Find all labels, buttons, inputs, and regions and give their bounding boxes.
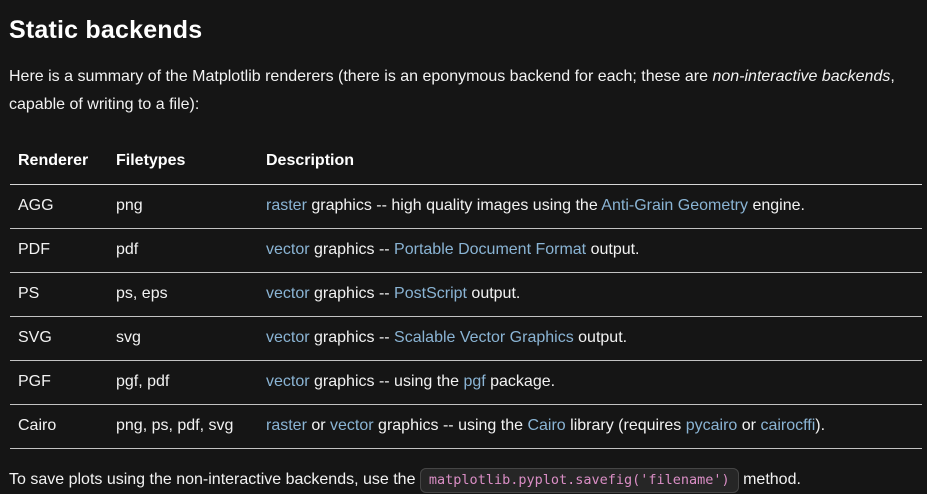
description-text: or [737,417,761,434]
header-description: Description [258,141,922,185]
renderer-cell: PS [10,272,108,317]
description-text: graphics -- using the [373,417,528,434]
doc-link[interactable]: vector [266,285,310,302]
intro-paragraph: Here is a summary of the Matplotlib rend… [9,63,920,119]
doc-link[interactable]: raster [266,197,307,214]
page-title: Static backends [9,16,203,44]
description-cell: raster or vector graphics -- using the C… [258,404,922,449]
intro-italic-text: non-interactive backends [712,68,891,85]
header-renderer: Renderer [10,141,108,185]
header-filetypes: Filetypes [108,141,258,185]
description-text: output. [466,285,521,302]
savefig-code-link[interactable]: matplotlib.pyplot.savefig('filename') [419,468,739,493]
description-cell: raster graphics -- high quality images u… [258,184,922,229]
doc-link[interactable]: Cairo [527,417,566,434]
description-text: graphics -- [309,241,395,258]
doc-link[interactable]: pgf [463,373,486,390]
description-text: graphics -- using the [309,373,464,390]
doc-link[interactable]: Scalable Vector Graphics [394,329,574,346]
renderer-cell: PGF [10,360,108,405]
description-text: engine. [748,197,805,214]
outro-text-before: To save plots using the non-interactive … [9,471,420,488]
doc-link[interactable]: vector [266,241,310,258]
doc-link[interactable]: Portable Document Format [394,241,587,258]
intro-text-before: Here is a summary of the Matplotlib rend… [9,68,713,85]
description-cell: vector graphics -- using the pgf package… [258,360,922,405]
filetypes-cell: ps, eps [108,272,258,317]
description-text: graphics -- [309,285,395,302]
doc-link[interactable]: vector [266,373,310,390]
filetypes-cell: png, ps, pdf, svg [108,404,258,449]
description-cell: vector graphics -- Portable Document For… [258,228,922,273]
description-text: library (requires [565,417,686,434]
table-header-row: Renderer Filetypes Description [10,141,922,185]
description-cell: vector graphics -- Scalable Vector Graph… [258,316,922,361]
description-text: output. [573,329,628,346]
description-text: graphics -- [309,329,395,346]
table-head: Renderer Filetypes Description [10,141,922,185]
intro-text-after: , capable of writing to a file): [9,68,895,113]
doc-link[interactable]: cairocffi [760,417,816,434]
doc-link[interactable]: vector [330,417,374,434]
description-text: ). [815,417,826,434]
doc-link[interactable]: PostScript [394,285,467,302]
outro-paragraph: To save plots using the non-interactive … [9,466,920,494]
description-text: output. [586,241,640,258]
doc-link[interactable]: Anti-Grain Geometry [601,197,749,214]
renderer-cell: AGG [10,184,108,229]
renderer-cell: PDF [10,228,108,273]
doc-link[interactable]: vector [266,329,310,346]
description-cell: vector graphics -- PostScript output. [258,272,922,317]
outro-text-after: method. [738,471,801,488]
filetypes-cell: png [108,184,258,229]
renderer-cell: Cairo [10,404,108,449]
renderer-cell: SVG [10,316,108,361]
description-text: package. [485,373,556,390]
description-text: or [306,417,331,434]
description-text: graphics -- high quality images using th… [306,197,602,214]
doc-link[interactable]: pycairo [685,417,738,434]
filetypes-cell: pgf, pdf [108,360,258,405]
doc-link[interactable]: raster [266,417,307,434]
filetypes-cell: svg [108,316,258,361]
filetypes-cell: pdf [108,228,258,273]
